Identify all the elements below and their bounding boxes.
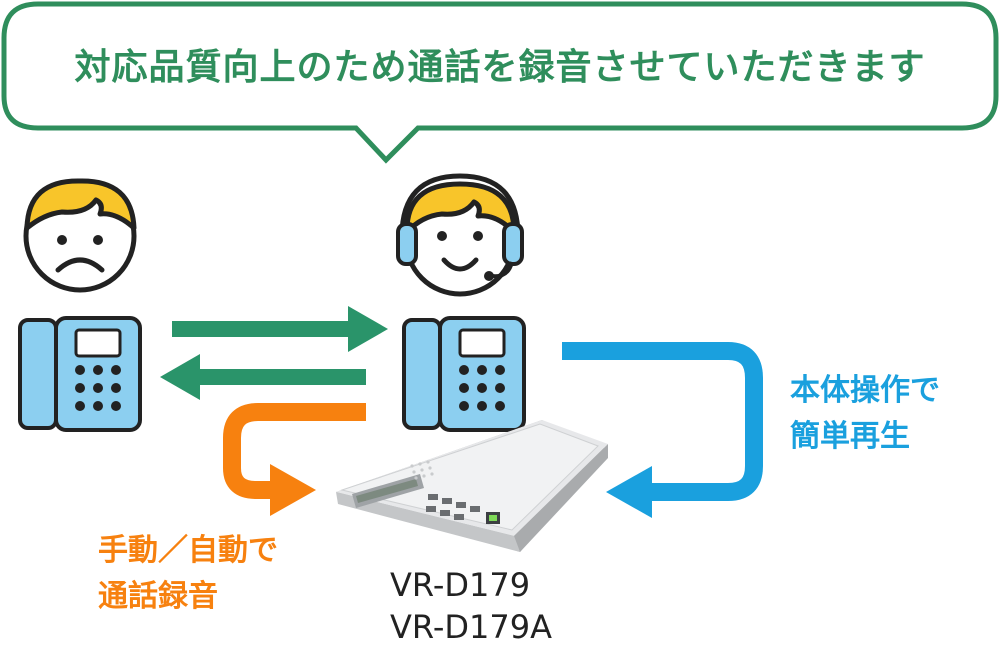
device-model-1: VR-D179 — [390, 566, 531, 604]
playback-arrow-icon — [562, 342, 763, 518]
easy-playback-label: 本体操作で 簡単再生 — [790, 368, 940, 460]
manual-auto-record-label: 手動／自動で 通話録音 — [98, 528, 278, 620]
speech-bubble-text: 対応品質向上のため通話を録音させていただきます — [74, 47, 926, 88]
customer-phone-icon — [18, 316, 142, 432]
operator-face-icon — [396, 173, 524, 297]
call-arrow-left-icon — [160, 354, 366, 400]
record-arrow-icon — [223, 403, 366, 516]
operator-phone-icon — [402, 316, 526, 432]
device-model-names: VR-D179 VR-D179A — [390, 564, 552, 648]
customer-face-icon — [23, 178, 137, 293]
speech-bubble — [1, 1, 999, 164]
manual-auto-label-line-2: 通話録音 — [98, 579, 218, 614]
device-model-2: VR-D179A — [390, 608, 552, 646]
easy-playback-label-line-2: 簡単再生 — [790, 419, 910, 454]
call-arrow-right-icon — [172, 306, 388, 352]
recorder-device-icon — [336, 420, 608, 552]
manual-auto-label-line-1: 手動／自動で — [98, 533, 278, 568]
easy-playback-label-line-1: 本体操作で — [790, 373, 940, 408]
